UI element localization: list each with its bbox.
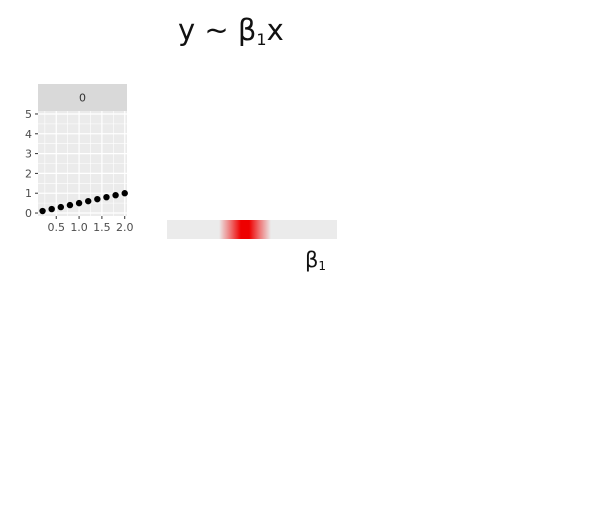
beta-label: β1 bbox=[305, 248, 326, 273]
y-tick-label: 3 bbox=[25, 148, 32, 161]
formula-lhs: y ~ β bbox=[178, 13, 257, 47]
data-point bbox=[121, 190, 128, 197]
x-tick-label: 2.0 bbox=[116, 221, 134, 234]
y-tick-label: 0 bbox=[25, 207, 32, 220]
data-point bbox=[57, 203, 65, 211]
data-point bbox=[112, 191, 119, 199]
beta-posterior-bar bbox=[167, 220, 337, 239]
x-tick-label: 1.5 bbox=[93, 221, 111, 234]
facet-strip-label: 0 bbox=[79, 92, 86, 105]
data-point bbox=[39, 207, 46, 215]
plot-panel: 0 0.5 1.0 1.5 2.0 0 1 2 3 4 5 bbox=[25, 84, 133, 234]
y-tick-label: 1 bbox=[25, 187, 32, 200]
x-tick-label: 1.0 bbox=[70, 221, 88, 234]
data-point bbox=[85, 197, 92, 205]
data-point bbox=[66, 201, 74, 209]
facet-strip bbox=[38, 84, 127, 111]
y-tick-label: 5 bbox=[25, 108, 32, 121]
data-point bbox=[48, 205, 55, 213]
beta-subscript: 1 bbox=[318, 259, 327, 273]
model-formula: y ~ β1x bbox=[178, 16, 284, 48]
data-point bbox=[94, 195, 101, 203]
data-point bbox=[103, 193, 110, 201]
x-tick-label: 0.5 bbox=[48, 221, 66, 234]
formula-rhs: x bbox=[266, 13, 284, 47]
beta-density bbox=[219, 220, 272, 239]
y-tick-label: 2 bbox=[25, 167, 32, 180]
y-tick-label: 4 bbox=[25, 128, 32, 141]
formula-subscript: 1 bbox=[256, 30, 267, 49]
data-point bbox=[75, 199, 83, 207]
beta-symbol: β bbox=[305, 248, 319, 272]
